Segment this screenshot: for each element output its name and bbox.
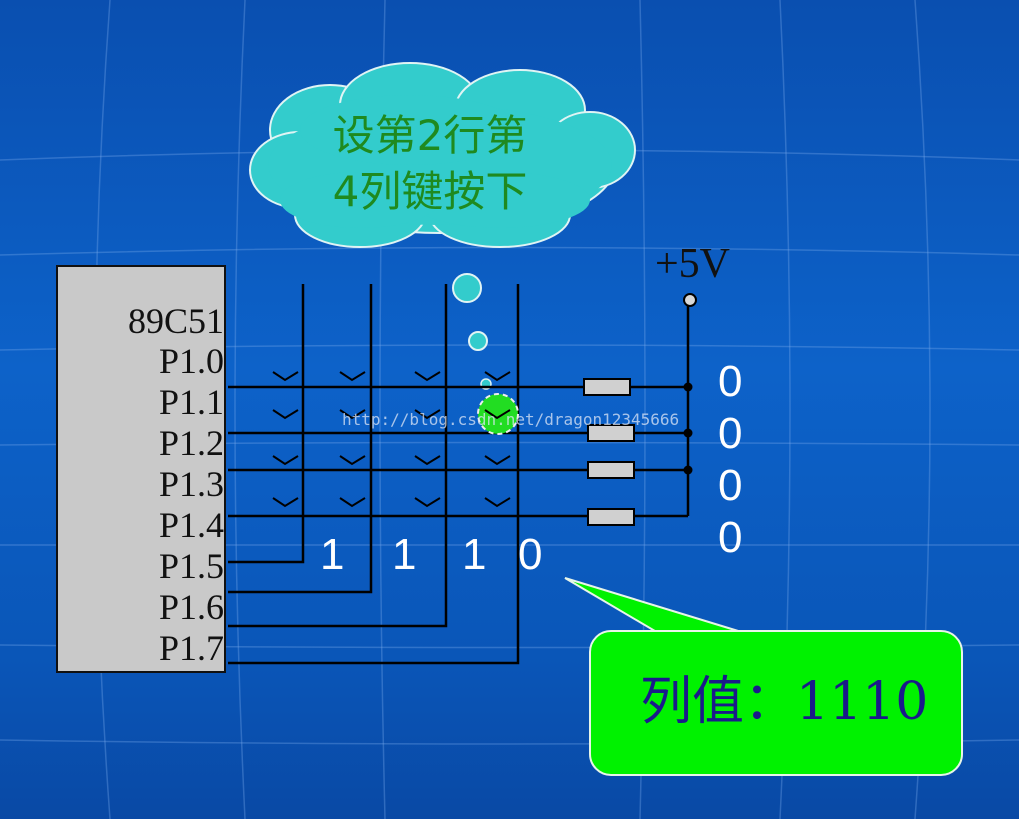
column-value-1: 1	[320, 530, 345, 579]
row-value-4: 0	[718, 513, 743, 562]
cloud-caption-line2: 4列键按下	[332, 167, 528, 216]
pull-up-resistor-4	[587, 508, 635, 526]
callout-pointer	[564, 577, 749, 635]
column-value-3: 1	[462, 530, 487, 579]
pull-up-resistor-3	[587, 461, 635, 479]
pin-label-p1-7: P1.7	[158, 628, 224, 668]
pin-label-p1-5: P1.5	[158, 546, 224, 586]
key-switch-r1c1	[272, 371, 299, 382]
key-switch-r1c3	[414, 371, 441, 382]
pin-label-p1-0: P1.0	[158, 341, 224, 381]
chip-89c51: 89C51 P1.0 P1.1 P1.2 P1.3 P1.4 P1.5 P1.6…	[56, 265, 226, 673]
pin-label-p1-6: P1.6	[158, 587, 224, 627]
key-switch-r2c2	[339, 409, 366, 420]
watermark: http://blog.csdn.net/dragon12345666	[342, 410, 680, 429]
column-value-4: 0	[518, 530, 543, 579]
column-line-3	[228, 284, 448, 628]
key-switch-r1c2	[339, 371, 366, 382]
column-line-1	[228, 284, 305, 564]
column-value-2: 1	[392, 530, 417, 579]
key-switch-r3c4	[484, 455, 511, 466]
chip-name: 89C51	[127, 301, 224, 341]
junction-dot-1	[683, 382, 693, 392]
key-switch-r3c2	[339, 455, 366, 466]
pin-label-p1-4: P1.4	[158, 505, 224, 545]
thought-bubble-large	[452, 273, 482, 303]
key-switch-r1c4	[484, 371, 511, 382]
key-switch-r2c3	[414, 409, 441, 420]
key-switch-r3c1	[272, 455, 299, 466]
pressed-key-highlight	[477, 393, 519, 435]
row-value-3: 0	[718, 461, 743, 510]
column-line-2	[228, 284, 373, 594]
junction-dot-3	[683, 465, 693, 475]
key-switch-r4c1	[272, 497, 299, 508]
vcc-terminal	[683, 293, 697, 307]
vcc-label: +5V	[655, 241, 731, 287]
cloud-caption-line1: 设第2行第	[332, 111, 528, 160]
pin-label-p1-1: P1.1	[158, 382, 224, 422]
key-switch-r3c3	[414, 455, 441, 466]
key-switch-r2c1	[272, 409, 299, 420]
callout-text: 列值：1110	[640, 672, 929, 732]
key-switch-r4c2	[339, 497, 366, 508]
row-value-1: 0	[718, 357, 743, 406]
callout-box	[589, 630, 963, 776]
key-switch-r4c3	[414, 497, 441, 508]
row-value-2: 0	[718, 409, 743, 458]
key-switch-r4c4	[484, 497, 511, 508]
pull-up-resistor-2	[587, 424, 635, 442]
pull-up-resistor-1	[583, 378, 631, 396]
column-line-4	[228, 284, 520, 665]
pin-label-p1-2: P1.2	[158, 423, 224, 463]
junction-dot-2	[683, 428, 693, 438]
pin-label-p1-3: P1.3	[158, 464, 224, 504]
thought-bubble-medium	[468, 331, 488, 351]
cloud-caption: 设第2行第 4列键按下	[300, 108, 560, 220]
key-switch-r2c4	[484, 409, 511, 420]
